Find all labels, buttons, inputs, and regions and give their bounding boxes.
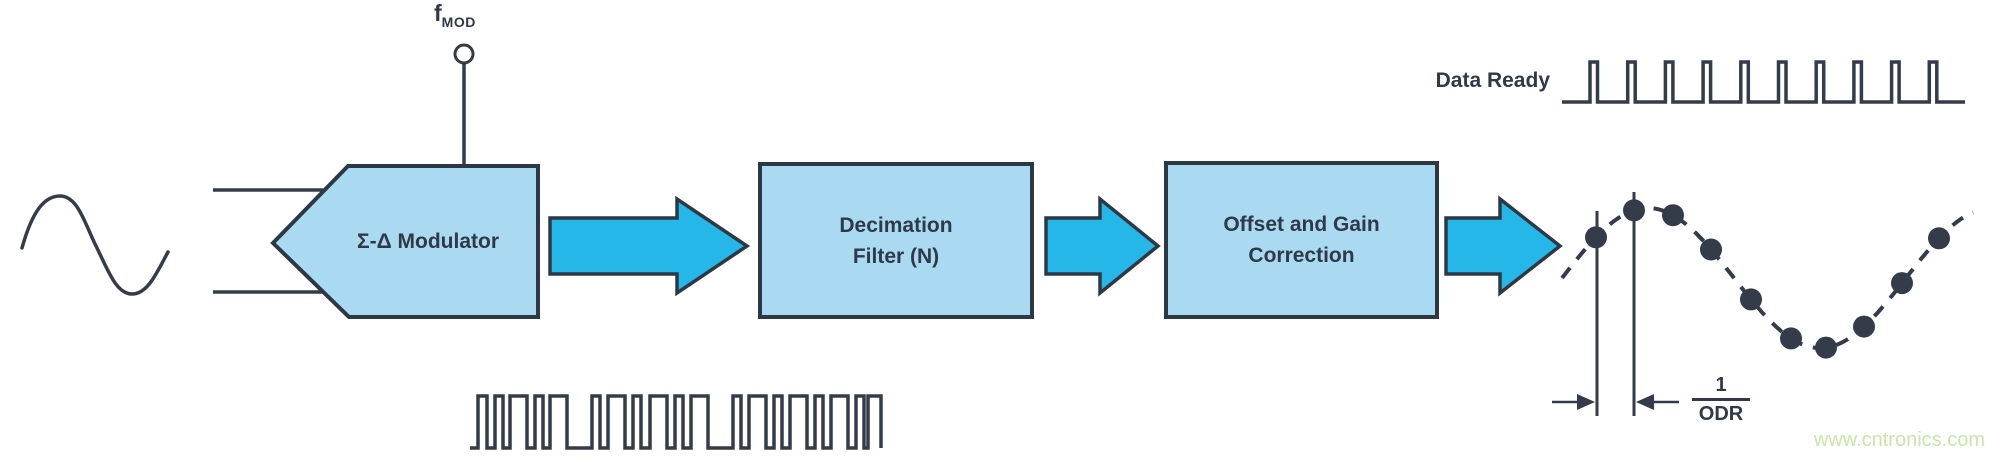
watermark-text: www.cntronics.com [1813, 429, 1985, 451]
sample-dot-icon [1891, 272, 1913, 295]
generated-waveforms [470, 60, 1974, 450]
sample-dot-icon [1623, 199, 1645, 222]
signal-arrow-2 [1044, 195, 1161, 297]
odr-dim-arrowhead-right-icon [1577, 394, 1595, 410]
offset-gain-shape [1164, 161, 1439, 319]
odr-fraction: 1 ODR [1692, 374, 1750, 425]
odr-fraction-numerator: 1 [1715, 374, 1727, 396]
fmod-label: fMOD [434, 1, 476, 34]
fmod-label-base: f [434, 0, 442, 26]
odr-fraction-denominator: ODR [1692, 398, 1750, 425]
data-ready-label: Data Ready [1435, 69, 1550, 92]
sample-dot-icon [1815, 336, 1837, 359]
sample-dot-icon [1928, 227, 1950, 250]
signal-arrow-1 [548, 195, 751, 297]
decimation-filter-shape [758, 162, 1034, 319]
sample-dot-icon [1585, 226, 1607, 249]
odr-dim-arrowhead-left-icon [1636, 394, 1654, 410]
sigma-delta-modulator-shape [270, 164, 540, 319]
sample-dot-icon [1853, 315, 1875, 338]
modulator-bitstream-icon [470, 394, 883, 450]
sample-dot-icon [1700, 238, 1722, 261]
input-sine-wave-icon [20, 194, 170, 296]
fmod-label-subscript: MOD [441, 14, 476, 30]
sample-dot-icon [1740, 288, 1762, 311]
signal-arrow-3 [1444, 195, 1563, 297]
sample-dot-icon [1780, 327, 1802, 350]
sample-dot-icon [1662, 204, 1684, 227]
data-ready-pulse-train-icon [1562, 60, 1965, 104]
fmod-clock-terminal-icon [453, 43, 475, 65]
